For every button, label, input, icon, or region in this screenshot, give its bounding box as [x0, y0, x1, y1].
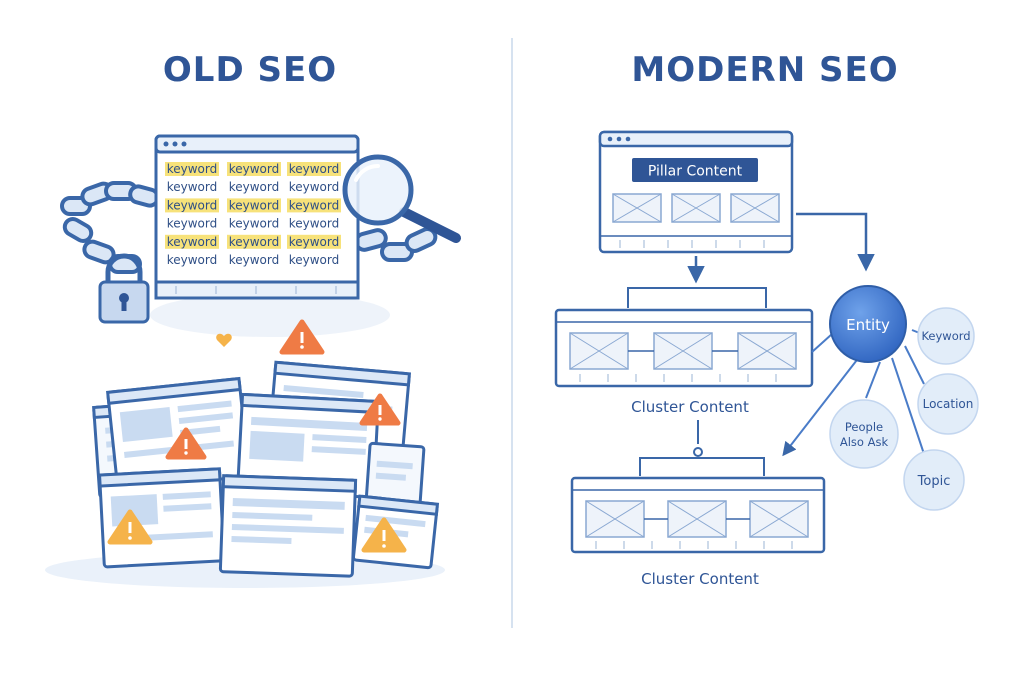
- satellite-location-label: Location: [923, 397, 974, 411]
- cluster-link-node: [693, 447, 703, 457]
- pillar-label-box: [632, 158, 758, 182]
- keyword-browser-window: keyword keyword keyword keyword keyword keywo…: [154, 134, 360, 300]
- pillar-to-entity-arrow: [796, 212, 875, 272]
- cluster-label-2: Cluster Content: [641, 570, 759, 588]
- keyword-cell: keyword: [229, 235, 280, 249]
- warning-icon-pile-4: [361, 517, 407, 553]
- keyword-grid: keyword keyword keyword keyword keyword keywo…: [165, 162, 341, 267]
- keyword-highlight: [165, 198, 219, 213]
- keyword-highlight: [227, 198, 281, 213]
- keyword-highlight: [287, 234, 341, 249]
- keyword-highlight: [165, 234, 219, 249]
- keyword-cell: keyword: [167, 253, 218, 267]
- keyword-cell: keyword: [289, 162, 340, 176]
- keyword-cell: keyword: [167, 217, 218, 231]
- keyword-highlight: [165, 162, 219, 176]
- keyword-highlight: [227, 162, 281, 176]
- satellite-people-label-1: People: [845, 420, 883, 434]
- satellite-location: Location: [917, 373, 979, 435]
- keyword-cell: keyword: [229, 180, 280, 194]
- keyword-cell: keyword: [289, 198, 340, 212]
- pillar-content-window: Pillar Content: [598, 130, 794, 254]
- keyword-cell: keyword: [229, 162, 280, 176]
- keyword-cell: keyword: [167, 162, 218, 176]
- keyword-cell: keyword: [167, 180, 218, 194]
- warning-icon-pile-3: [107, 509, 153, 545]
- cluster-content-window-1: [554, 308, 814, 388]
- keyword-highlight: [287, 198, 341, 213]
- keyword-highlight: [287, 162, 341, 176]
- satellite-keyword: Keyword: [917, 307, 975, 365]
- modern-seo-diagram: Pillar Content: [554, 130, 979, 588]
- satellite-keyword-label: Keyword: [921, 329, 970, 343]
- old-seo-illustration: keyword keyword keyword keyword keyword keywo…: [45, 134, 461, 588]
- warning-icon-top: [279, 319, 325, 355]
- keyword-cell: keyword: [289, 217, 340, 231]
- keyword-highlight: [227, 234, 281, 249]
- modern-seo-heading: MODERN SEO: [631, 50, 899, 90]
- bg-blob: [150, 293, 390, 337]
- keyword-cell: keyword: [167, 198, 218, 212]
- keyword-cell: keyword: [167, 235, 218, 249]
- cluster-label-1: Cluster Content: [631, 398, 749, 416]
- entity-spokes: [782, 329, 925, 457]
- padlock-icon: [98, 253, 150, 324]
- satellite-topic: Topic: [903, 449, 965, 511]
- satellite-people-label-2: Also Ask: [840, 435, 889, 449]
- keyword-cell: keyword: [229, 198, 280, 212]
- old-seo-heading: OLD SEO: [162, 50, 338, 90]
- satellite-people-also-ask: People Also Ask: [829, 399, 899, 469]
- magnifier-icon: [342, 154, 461, 243]
- cluster-bracket-2: [639, 457, 765, 476]
- warning-icon-pile-2: [359, 393, 401, 426]
- keyword-cell: keyword: [289, 235, 340, 249]
- cluster-content-window-2: [570, 476, 826, 554]
- cluster-bracket-1: [627, 287, 767, 308]
- keyword-cell: keyword: [289, 180, 340, 194]
- keyword-cell: keyword: [289, 253, 340, 267]
- warning-icon-pile-1: [165, 427, 207, 460]
- pillar-label: Pillar Content: [648, 164, 743, 180]
- satellite-topic-label: Topic: [917, 474, 951, 489]
- entity-node: [829, 285, 907, 363]
- entity-label: Entity: [846, 316, 890, 334]
- chain-icon: [60, 181, 438, 274]
- heart-icon: [216, 333, 232, 347]
- keyword-cell: keyword: [229, 253, 280, 267]
- keyword-cell: keyword: [229, 217, 280, 231]
